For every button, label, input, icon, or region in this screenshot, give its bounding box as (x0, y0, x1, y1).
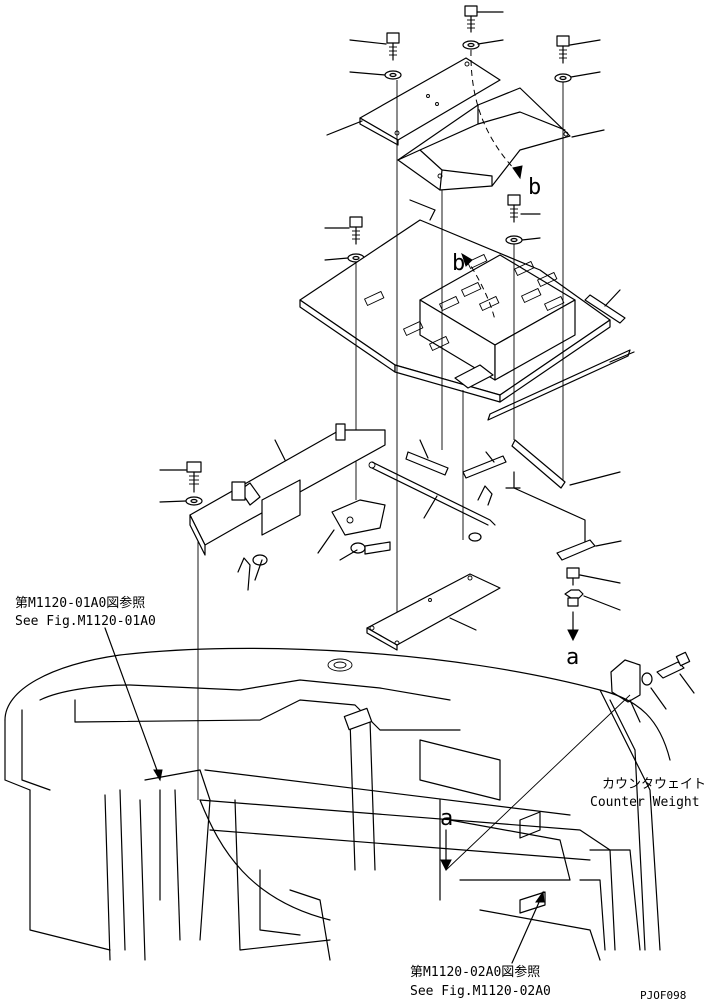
support-bracket (317, 499, 391, 561)
top-bolt-right (554, 35, 601, 83)
reference-1-en: See Fig.M1120-01A0 (15, 614, 156, 629)
bracket-clip-left (237, 554, 268, 591)
bottom-plate (366, 573, 501, 651)
mid-bolt-right (505, 194, 541, 245)
alignment-lines (197, 80, 564, 800)
figure-code: PJOF098 (640, 989, 686, 1002)
counterweight-label-en: Counter Weight (590, 795, 700, 810)
callout-b-arrow-top: b (470, 49, 541, 200)
reference-2: 第M1120-02A0図参照 See Fig.M1120-02A0 (410, 890, 551, 999)
large-cover-panel (299, 199, 611, 403)
reference-2-jp: 第M1120-02A0図参照 (410, 964, 540, 980)
machine-frame (4, 647, 671, 961)
small-clip-3 (505, 439, 621, 489)
counterweight-bracket (610, 651, 695, 723)
mid-bolt-left (324, 216, 365, 263)
right-rod (513, 471, 622, 561)
long-rod (368, 461, 496, 542)
small-clip-1 (405, 439, 449, 476)
reference-2-en: See Fig.M1120-02A0 (410, 984, 551, 999)
top-bolt-center (462, 5, 504, 50)
angled-cover (397, 87, 605, 191)
callout-a-bottom: a (440, 806, 453, 831)
rubber-strip-lower (487, 349, 635, 421)
callout-b-arrow-mid: b (452, 251, 496, 321)
reference-1-jp: 第M1120-01A0図参照 (15, 595, 145, 611)
rubber-strip-upper (584, 289, 626, 324)
small-clip-2 (462, 451, 507, 479)
callout-b-mid: b (452, 251, 465, 276)
counterweight-label: カウンタウェイト Counter Weight (590, 777, 706, 810)
callout-b-top: b (528, 175, 541, 200)
frame-lower-a-arrow: a (440, 694, 631, 872)
bolt-nut-right: a (564, 567, 621, 670)
small-clip-4 (477, 485, 493, 506)
callout-a-top: a (566, 645, 579, 670)
counterweight-label-jp: カウンタウェイト (602, 777, 706, 792)
top-bolt-left (349, 32, 402, 80)
small-top-plate (326, 57, 501, 146)
reference-1: 第M1120-01A0図参照 See Fig.M1120-01A0 (15, 595, 163, 782)
left-bolt-bracket (159, 461, 203, 506)
main-bracket (189, 423, 386, 556)
